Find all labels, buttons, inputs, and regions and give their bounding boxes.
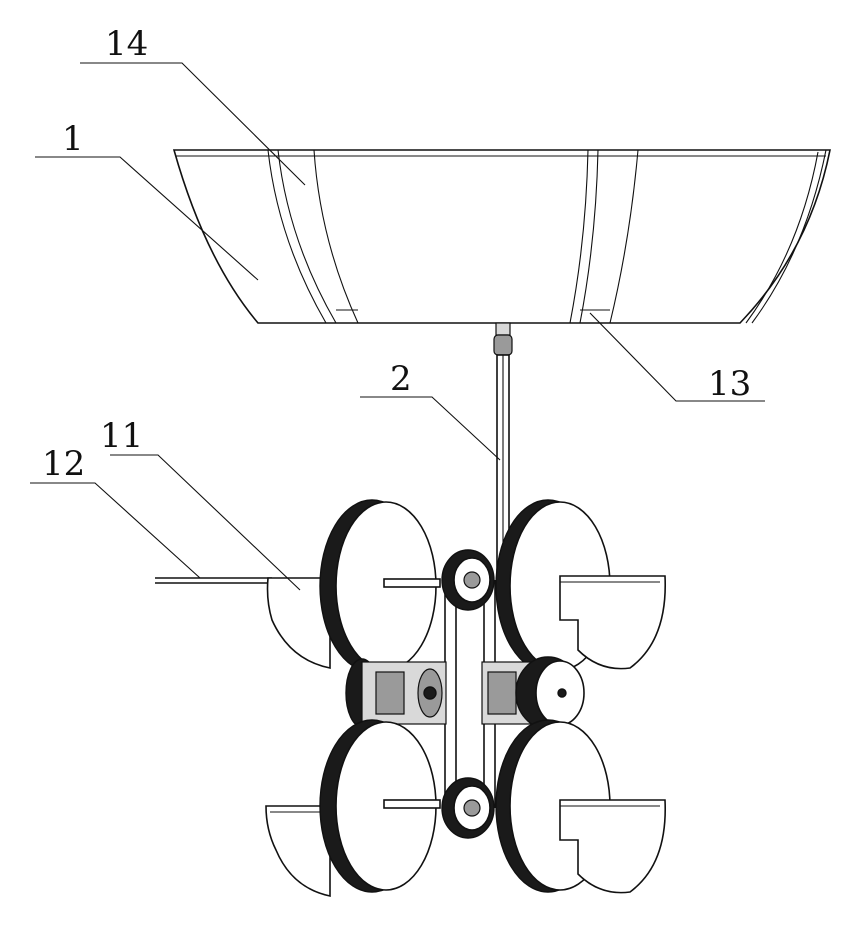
- generator-right: [482, 657, 584, 729]
- label-14: 14: [105, 24, 148, 64]
- label-13: 13: [708, 364, 751, 404]
- label-2: 2: [390, 359, 412, 399]
- float-body: [174, 150, 830, 323]
- label-12: 12: [42, 444, 85, 484]
- upper-left-wheel-assembly: [155, 500, 440, 672]
- generator-left: [346, 659, 446, 727]
- label-11: 11: [100, 416, 143, 456]
- upper-right-wheel-assembly: [496, 500, 665, 672]
- lower-left-wheel-assembly: [266, 720, 440, 896]
- lower-right-wheel-assembly: [496, 720, 665, 893]
- label-1: 1: [62, 119, 84, 159]
